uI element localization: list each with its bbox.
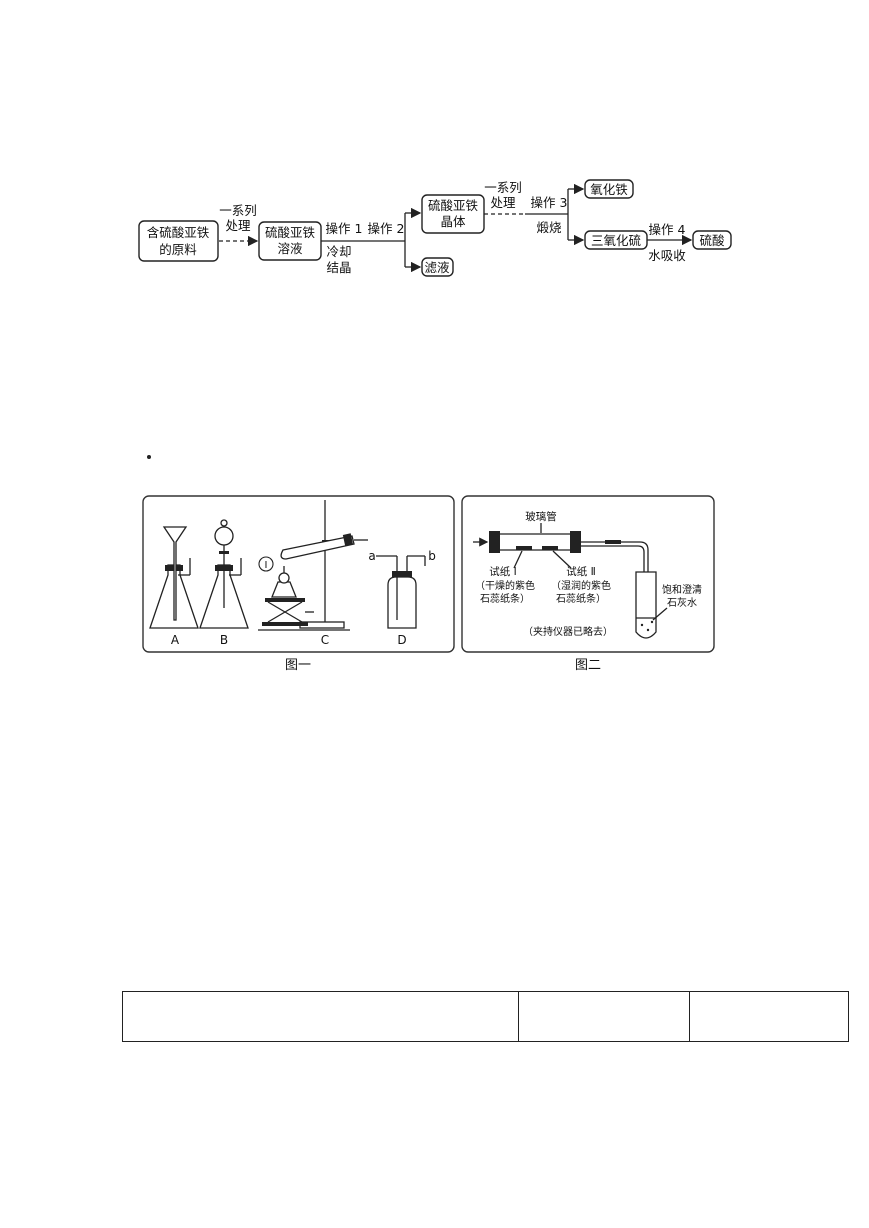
flowchart: 含硫酸亚铁 的原料 一系列 处理 硫酸亚铁 溶液 操作 1 冷却 结晶 操作 2… (138, 179, 732, 277)
stray-dot (147, 455, 151, 459)
flow-label-op3-sub: 煅烧 (536, 220, 562, 235)
label-paper-1: 试纸 Ⅰ (489, 565, 516, 578)
label-port-b: b (428, 549, 436, 563)
table-row (122, 991, 850, 1042)
label-clamp-note: （夹持仪器已略去） (523, 625, 613, 638)
flow-label-op1: 操作 1 (326, 221, 363, 236)
svg-text:晶体: 晶体 (440, 214, 466, 229)
flow-label-op4: 操作 4 (649, 222, 686, 237)
label-a: A (171, 633, 180, 647)
svg-text:滤液: 滤液 (424, 260, 450, 275)
label-c: C (321, 633, 329, 647)
answer-table (122, 991, 850, 1042)
label-d: D (397, 633, 406, 647)
label-paper-1-desc-b: 石蕊纸条） (480, 592, 530, 605)
svg-text:溶液: 溶液 (277, 241, 303, 256)
svg-text:的原料: 的原料 (159, 242, 197, 257)
flow-box-acid: 硫酸 (692, 230, 732, 250)
label-paper-1-desc-a: （干燥的紫色 (475, 579, 535, 592)
apparatus-a-flask (149, 526, 199, 629)
flow-box-crystal: 硫酸亚铁 晶体 (421, 194, 485, 234)
label-glass-tube: 玻璃管 (525, 510, 557, 523)
label-limewater-b: 石灰水 (667, 596, 697, 609)
apparatus-figures: A B Ⅰ C (142, 495, 715, 673)
label-b: B (220, 633, 228, 647)
label-paper-2-desc-b: 石蕊纸条） (556, 592, 606, 605)
caption-figure2: 图二 (575, 658, 601, 673)
label-marker-i: Ⅰ (265, 560, 268, 571)
table-cell-3[interactable] (688, 991, 850, 1042)
label-paper-2: 试纸 Ⅱ (566, 565, 596, 578)
flow-label-series-2b: 处理 (490, 195, 516, 210)
svg-text:硫酸: 硫酸 (699, 233, 725, 248)
flow-box-filtrate: 滤液 (421, 257, 454, 277)
apparatus-c-heating (258, 500, 368, 631)
apparatus-glass-tube (473, 531, 657, 639)
svg-text:氧化铁: 氧化铁 (590, 182, 628, 197)
label-port-a: a (368, 549, 375, 563)
flow-box-so3: 三氧化硫 (584, 230, 648, 250)
caption-figure1: 图一 (285, 658, 311, 673)
flow-label-op3: 操作 3 (531, 195, 568, 210)
svg-text:硫酸亚铁: 硫酸亚铁 (428, 198, 479, 213)
flow-label-op4-sub: 水吸收 (648, 248, 686, 263)
flow-box-solution: 硫酸亚铁 溶液 (258, 221, 322, 261)
flow-label-op1-sub-a: 冷却 (326, 244, 351, 259)
apparatus-b-flask (199, 519, 249, 629)
svg-text:含硫酸亚铁: 含硫酸亚铁 (147, 225, 210, 240)
label-limewater-a: 饱和澄清 (662, 583, 702, 596)
flow-label-series-1a: 一系列 (219, 203, 257, 218)
flow-box-iron-oxide: 氧化铁 (584, 179, 634, 199)
apparatus-d-bottle (376, 555, 426, 629)
flow-label-series-2a: 一系列 (484, 180, 522, 195)
svg-text:三氧化硫: 三氧化硫 (591, 233, 642, 248)
label-paper-2-desc-a: （湿润的紫色 (551, 579, 611, 592)
flow-label-op1-sub-b: 结晶 (326, 260, 351, 275)
svg-text:硫酸亚铁: 硫酸亚铁 (265, 225, 316, 240)
table-cell-2[interactable] (517, 991, 690, 1042)
flow-box-raw-material: 含硫酸亚铁 的原料 (138, 220, 219, 262)
flow-label-series-1b: 处理 (225, 218, 251, 233)
table-cell-1[interactable] (122, 991, 519, 1042)
flow-label-op2: 操作 2 (368, 221, 405, 236)
